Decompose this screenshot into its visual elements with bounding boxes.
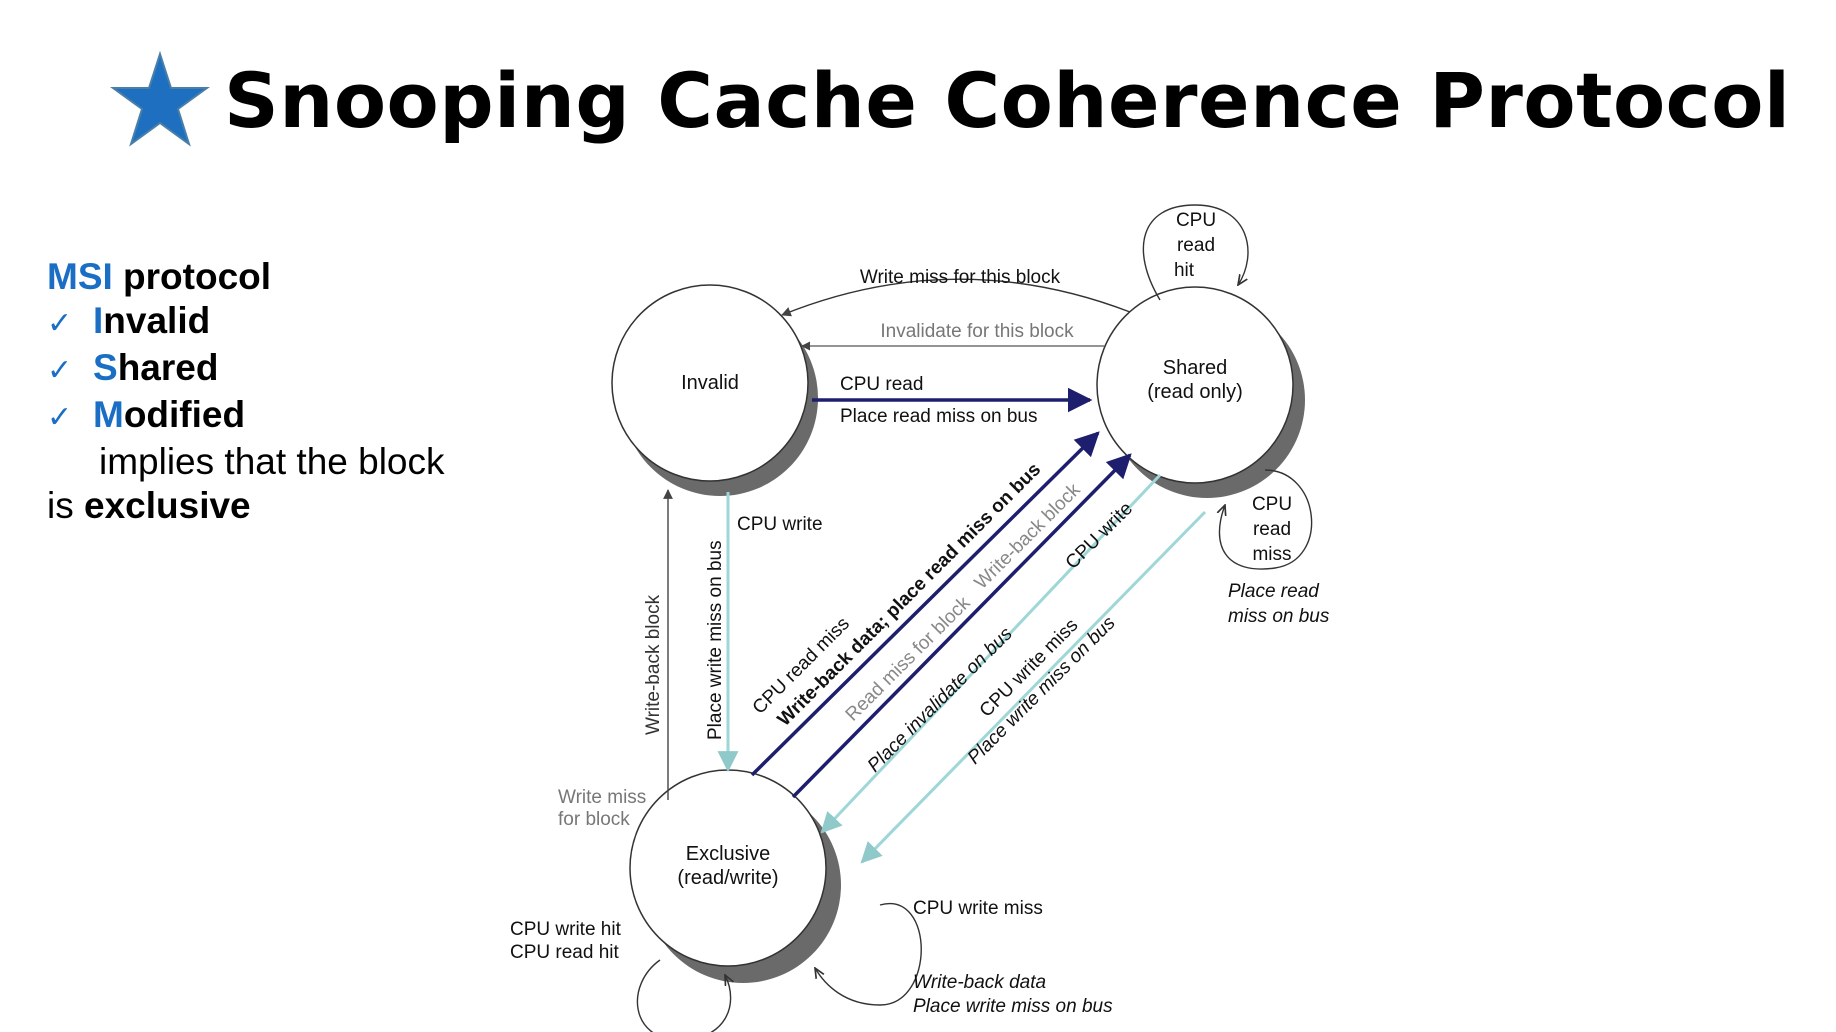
label-place-write-miss-on-bus: Place write miss on bus <box>705 540 726 740</box>
label-cpu-read-hit-l1: CPU <box>1176 210 1216 231</box>
arrow-shared-read-miss-loop <box>1219 469 1313 570</box>
arrow-exclusive-hit-loop <box>636 959 730 1032</box>
arrow-read-miss-for-block-exclusive-to-shared <box>791 453 1132 799</box>
title-block: Snooping Cache Coherence Protocol <box>110 40 1790 160</box>
label-cpu-write-hit: CPU write hit <box>510 919 622 940</box>
state-circle <box>1096 286 1294 484</box>
state-shared: Shared (read only) <box>1096 286 1305 498</box>
label-write-back-block-left: Write-back block <box>643 594 664 735</box>
label-cpu-write-miss: CPU write miss <box>913 898 1043 919</box>
state-invalid: Invalid <box>611 284 818 496</box>
label-cpu-read-hit-l2: read <box>1177 235 1215 256</box>
msi-note-bold: exclusive <box>84 485 251 526</box>
label-cpu-read-hit: CPU read hit <box>510 942 619 963</box>
label-place-write-miss-on-bus-diag: Place write miss on bus <box>964 612 1120 768</box>
state-label-invalid: Invalid <box>681 372 739 394</box>
msi-item-invalid: ✓ Invalid <box>47 299 487 346</box>
label-invalidate-this-block: Invalidate for this block <box>880 321 1074 342</box>
star-icon <box>110 50 210 147</box>
state-circle <box>611 284 809 482</box>
label-write-miss-for-block-l2: for block <box>558 809 630 830</box>
msi-summary: MSI protocol ✓Invalid ✓Shared ✓Modified … <box>47 255 487 528</box>
msi-note-line1: implies that the block <box>99 441 445 482</box>
label-cpu-read-hit-l3: hit <box>1174 260 1195 281</box>
label-place-read-miss-bus-l1: Place read <box>1228 581 1320 602</box>
arrow-read-miss-exclusive-to-shared <box>750 431 1100 777</box>
arrow-write-miss-shared-to-invalid <box>781 278 1131 317</box>
label-cpu-read-miss-l1: CPU <box>1252 494 1292 515</box>
msi-heading-accent: MSI <box>47 256 113 297</box>
msi-item-rest: nvalid <box>103 300 211 341</box>
label-place-read-miss-on-bus: Place read miss on bus <box>840 406 1038 427</box>
msi-item-accent: M <box>93 394 124 435</box>
label-cpu-write: CPU write <box>737 514 823 535</box>
arrow-cpu-write-shared-to-exclusive <box>820 473 1162 834</box>
check-icon: ✓ <box>47 353 73 388</box>
label-place-read-miss-bus-l2: miss on bus <box>1228 606 1330 627</box>
state-label-shared: Shared <box>1163 357 1228 379</box>
arrow-cpu-write-miss-shared-to-exclusive <box>860 510 1207 864</box>
msi-item-rest: odified <box>123 394 246 435</box>
msi-item-shared: ✓ Shared <box>47 346 487 393</box>
label-cpu-read-miss-l3: miss <box>1252 544 1291 565</box>
check-icon: ✓ <box>47 400 73 435</box>
label-read-miss-for-block: Read miss for block <box>842 592 975 725</box>
check-icon: ✓ <box>47 306 73 341</box>
state-label-shared-sub: (read only) <box>1147 381 1243 403</box>
msi-item-accent: S <box>93 347 118 388</box>
label-place-write-miss-on-bus-bottom: Place write miss on bus <box>913 996 1113 1017</box>
msi-note-pre: is <box>47 485 84 526</box>
msi-heading: MSI protocol <box>47 255 487 299</box>
msi-note-line2: is exclusive <box>47 484 487 528</box>
label-write-miss-for-block-l1: Write miss <box>558 787 646 808</box>
label-cpu-read: CPU read <box>840 374 923 395</box>
state-label-exclusive: Exclusive <box>686 843 770 865</box>
page-title: Snooping Cache Coherence Protocol <box>224 55 1791 145</box>
label-write-back-data: Write-back data <box>913 972 1046 993</box>
label-write-miss-this-block: Write miss for this block <box>860 267 1061 288</box>
label-cpu-read-miss-l2: read <box>1253 519 1291 540</box>
label-cpu-write-diag: CPU write <box>1062 498 1137 573</box>
msi-item-modified: ✓ Modified <box>47 393 487 440</box>
msi-heading-rest: protocol <box>112 256 272 297</box>
state-exclusive: Exclusive (read/write) <box>629 769 841 983</box>
state-label-exclusive-sub: (read/write) <box>677 867 778 889</box>
msi-item-accent: I <box>93 300 104 341</box>
arrow-shared-read-hit-loop <box>1142 204 1249 301</box>
msi-item-rest: hared <box>117 347 219 388</box>
label-write-back-block-diag: Write-back block <box>971 479 1085 593</box>
arrow-exclusive-write-miss-loop <box>815 902 922 1006</box>
